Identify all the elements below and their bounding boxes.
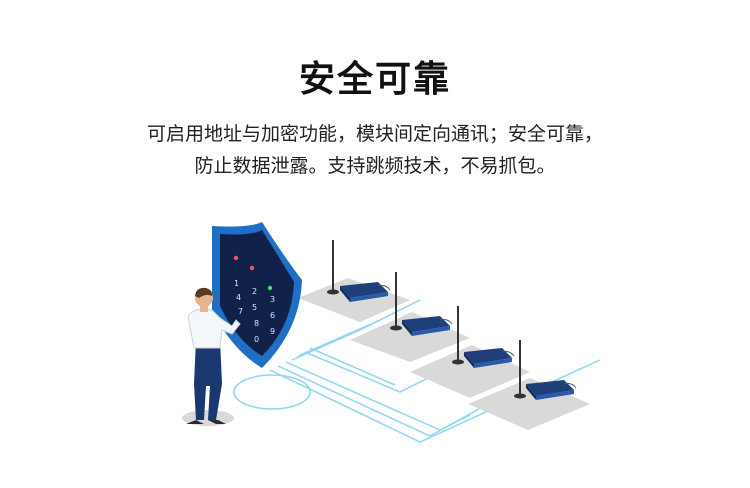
- shield-keypad: 1 2 3 4 5 6 7 8 9 0: [234, 279, 275, 344]
- router-device-3: [452, 306, 515, 368]
- keypad-digit: 0: [254, 335, 259, 344]
- keypad-digit: 9: [270, 327, 275, 336]
- feature-description: 可启用地址与加密功能，模块间定向通讯；安全可靠， 防止数据泄露。支持跳频技术，不…: [0, 118, 750, 182]
- keypad-digit: 3: [270, 295, 275, 304]
- keypad-digit: 5: [252, 303, 257, 312]
- router-device-2: [390, 272, 453, 336]
- keypad-digit: 8: [254, 319, 259, 328]
- router-device-1: [327, 240, 391, 302]
- description-line-2: 防止数据泄露。支持跳频技术，不易抓包。: [194, 155, 556, 177]
- router-device-4: [514, 340, 577, 400]
- person-figure: [182, 287, 241, 426]
- keypad-digit: 4: [236, 293, 241, 302]
- keypad-digit: 1: [234, 279, 239, 288]
- description-line-1: 可启用地址与加密功能，模块间定向通讯；安全可靠，: [146, 123, 603, 145]
- device-platforms: [298, 278, 590, 430]
- security-illustration: 1 2 3 4 5 6 7 8 9 0: [182, 222, 601, 443]
- keypad-digit: 2: [252, 287, 257, 296]
- shield-lock-icon: 1 2 3 4 5 6 7 8 9 0: [212, 222, 302, 368]
- page-title: 安全可靠: [298, 59, 451, 100]
- keypad-digit: 7: [238, 307, 243, 316]
- keypad-digit: 6: [270, 311, 275, 320]
